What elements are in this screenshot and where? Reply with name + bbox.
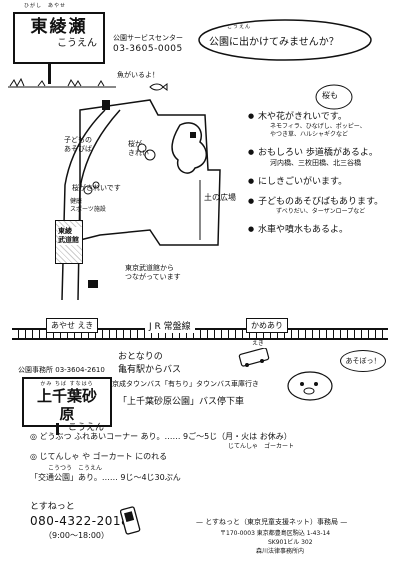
bus-line4: 「上千葉砂原公園」バス停下車 — [118, 397, 245, 407]
bottom-item-3-text: 「交通公園」あり。…… 9じ〜4じ30ぷん — [30, 473, 181, 482]
service-center-label: 公園サービスセンター — [113, 34, 183, 42]
park-map — [61, 99, 221, 301]
feature-sub: ずべりだい、ターザンロープなど — [276, 208, 366, 215]
fish-icon — [149, 83, 168, 91]
line-name: J R 常盤線 — [145, 322, 195, 333]
park2-sign: かみ ちば すなはら 上千葉砂原 こうえん — [22, 377, 112, 433]
kids-play-label: 子どもの あそびば — [64, 136, 92, 153]
grass-decoration — [8, 77, 116, 88]
bottom-item-1: ◎ どうぶつ ふれあいコーナー あり。…… 9ご〜5じ（月・火は お休み） — [30, 432, 292, 441]
footer-phone: 080-4322-2018 — [30, 514, 130, 528]
park2-office-label: 公園事務所 03-3604-2610 — [18, 366, 105, 375]
bottom-item-3-ruby: こうつう こうえん — [48, 465, 103, 472]
sign-post — [48, 62, 51, 84]
feature-main: にしきごいがいます。 — [258, 177, 348, 187]
budokan-note: 東京武道館から つながっています — [125, 264, 181, 281]
railway-line — [12, 328, 388, 340]
budokan-label: 東綾 武道館 — [58, 227, 82, 245]
park-name: 東綾瀬 — [30, 17, 88, 37]
park2-label: 公園事務所 — [18, 366, 53, 374]
footer-org-short: とすねっと — [30, 502, 75, 512]
invite-bubble — [198, 19, 372, 61]
feature-item: 子どものあそびばもあります。 ずべりだい、ターザンロープなど — [248, 197, 398, 216]
feature-main: 木や花がきれいです。 — [258, 112, 347, 122]
pond-marker — [190, 132, 196, 138]
footer-address3: 森川法律事務所内 — [256, 548, 305, 555]
feature-main: 水車や噴水もあるよ。 — [258, 225, 349, 235]
invite-bubble-text: こうえん 公園に出かけてみませんか？ — [209, 24, 369, 49]
service-center-phone: 03-3605-0005 — [113, 44, 183, 54]
park2-ruby: かみ ちば すなはら — [40, 381, 94, 387]
footer-org-full: — とすねっと（東京児童支援ネット）事務局 — — [196, 518, 348, 526]
park2-sub: こうえん — [67, 423, 104, 433]
park-sign: 東綾瀬 こうえん — [13, 12, 105, 64]
bus-line2: 亀有駅からバス — [118, 365, 182, 375]
park-name-ruby: ひがし あやせ — [24, 3, 67, 9]
park2-sign-post — [56, 423, 59, 435]
footer-address2: SK901ビル 302 — [268, 539, 313, 546]
sakura-badge-bubble — [315, 84, 353, 110]
feature-list: 木や花がきれいです。 ネモフィラ、ひなげし、ポッピー、 やつき草、ハルシャギクな… — [248, 112, 398, 245]
bus-line1: おとなりの — [118, 352, 163, 362]
invite-ruby: こうえん — [227, 24, 252, 30]
park2-name: 上千葉砂原 — [36, 387, 97, 423]
lawn-label: 土の広場 — [204, 193, 236, 202]
feature-item: 木や花がきれいです。 ネモフィラ、ひなげし、ポッピー、 やつき草、ハルシャギクな… — [248, 112, 398, 139]
health-path-label: 健康 スポーツ施設 — [70, 198, 106, 213]
station-right-sub: えき — [252, 340, 264, 347]
bus-icon — [238, 348, 270, 367]
feature-sub: ネモフィラ、ひなげし、ポッピー、 やつき草、ハルシャギクなど — [270, 123, 366, 138]
bottom-item-2-text: じてんしゃ や ゴーカート にのれる — [39, 452, 168, 461]
feature-item: にしきごいがいます。 — [248, 177, 398, 188]
bus-line3: 京成タウンバス「有ちり」タウンバス車庫行き — [112, 380, 259, 388]
fish-label: 魚がいるよ！ — [117, 71, 159, 79]
invite-text: 公園に出かけてみませんか？ — [209, 37, 339, 48]
feature-item: 水車や噴水もあるよ。 — [248, 225, 398, 236]
bottom-item-2: ◎ じてんしゃ や ゴーカート にのれる — [30, 452, 168, 461]
feature-main: おもしろい 歩道橋があるよ。 — [258, 148, 378, 158]
sakura-kireina-label: 桜が きれい — [128, 140, 149, 157]
station-left: あやせ えき — [46, 318, 99, 333]
play-bubble: あそぼっ！ — [340, 350, 386, 372]
sakura-badge-text: 桜も — [322, 91, 338, 100]
footer-address1: 〒170-0003 東京都豊島区駒込 1-43-14 — [220, 530, 331, 537]
station-right: かめあり — [246, 318, 288, 333]
sakura-road-label: 桜がきれいです — [72, 184, 121, 192]
feature-main: 子どものあそびばもあります。 — [258, 197, 384, 207]
feature-sub: 河内橋、三枚田橋、北三谷橋 — [270, 159, 361, 167]
bottom-item-2-ruby: じてんしゃ ゴーカート — [228, 443, 295, 450]
feature-item: おもしろい 歩道橋があるよ。 河内橋、三枚田橋、北三谷橋 — [248, 148, 398, 168]
footer-hours: （9:00〜18:00） — [44, 531, 110, 540]
park-name-sub: こうえん — [57, 38, 97, 49]
animal-icon — [287, 371, 333, 401]
park2-phone: 03-3604-2610 — [55, 366, 105, 374]
park-sign-ruby: ひがし あやせ — [24, 3, 102, 9]
bottom-item-1-text: どうぶつ ふれあいコーナー あり。…… 9ご〜5じ（月・火は お休み） — [39, 432, 292, 441]
bottom-item-3: 「交通公園」あり。…… 9じ〜4じ30ぷん — [30, 473, 181, 483]
phone-icon — [120, 506, 141, 535]
